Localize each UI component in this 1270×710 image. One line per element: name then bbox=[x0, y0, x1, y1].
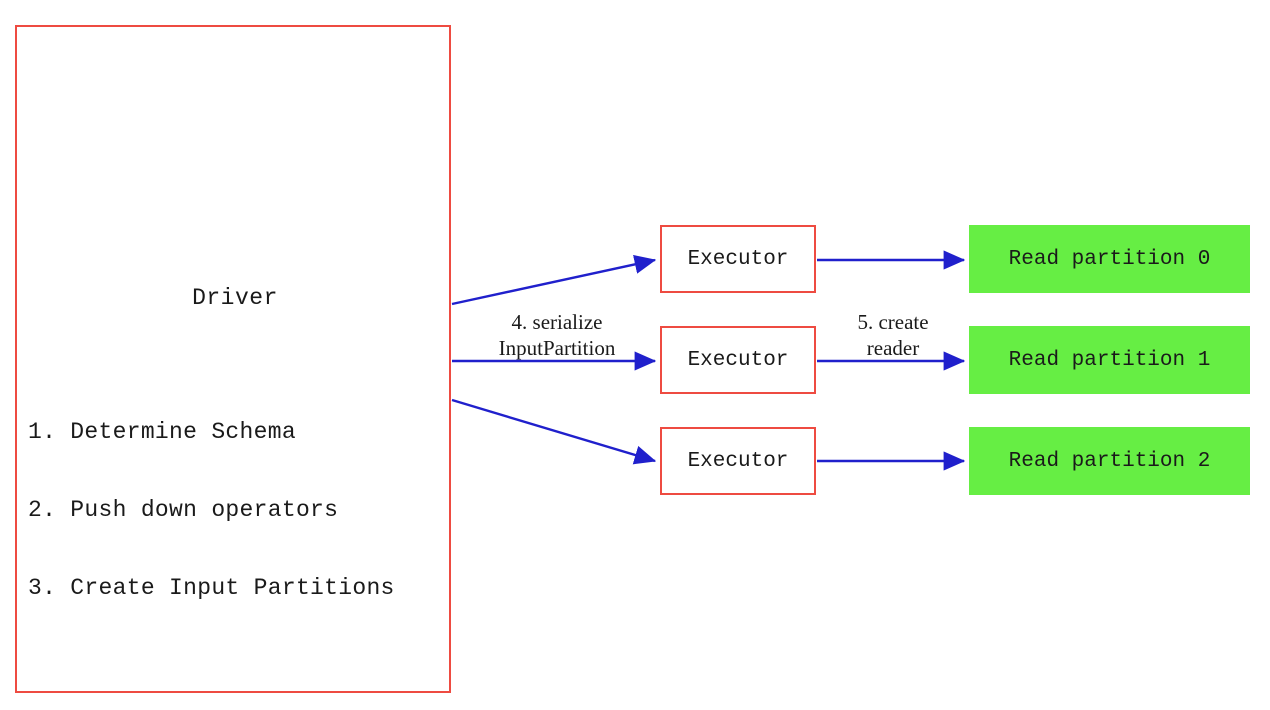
edge-label-serialize-line-2: InputPartition bbox=[498, 336, 616, 360]
executor-box-0: Executor bbox=[660, 225, 816, 293]
edge-label-create-line-2: reader bbox=[866, 336, 920, 360]
arrow-driver-to-executor-2 bbox=[451, 398, 657, 465]
executor-box-1: Executor bbox=[660, 326, 816, 394]
driver-step-1: 1. Determine Schema bbox=[28, 419, 296, 445]
read-partition-box-1: Read partition 1 bbox=[969, 326, 1250, 394]
driver-step-2: 2. Push down operators bbox=[28, 497, 339, 523]
edge-label-create-line-1: 5. create bbox=[857, 310, 929, 334]
read-partition-box-2: Read partition 2 bbox=[969, 427, 1250, 495]
driver-box: Driver 1. Determine Schema 2. Push down … bbox=[15, 25, 451, 693]
driver-title: Driver bbox=[192, 285, 278, 311]
driver-steps-list: 1. Determine Schema 2. Push down operato… bbox=[28, 367, 395, 653]
edge-label-serialize-line-1: 4. serialize bbox=[511, 310, 603, 334]
driver-step-3: 3. Create Input Partitions bbox=[28, 575, 395, 601]
edge-label-serialize: 4. serialize InputPartition bbox=[457, 309, 657, 361]
edge-label-create-reader: 5. create reader bbox=[833, 309, 953, 361]
executor-box-2: Executor bbox=[660, 427, 816, 495]
arrow-driver-to-executor-0 bbox=[451, 254, 657, 306]
read-partition-box-0: Read partition 0 bbox=[969, 225, 1250, 293]
